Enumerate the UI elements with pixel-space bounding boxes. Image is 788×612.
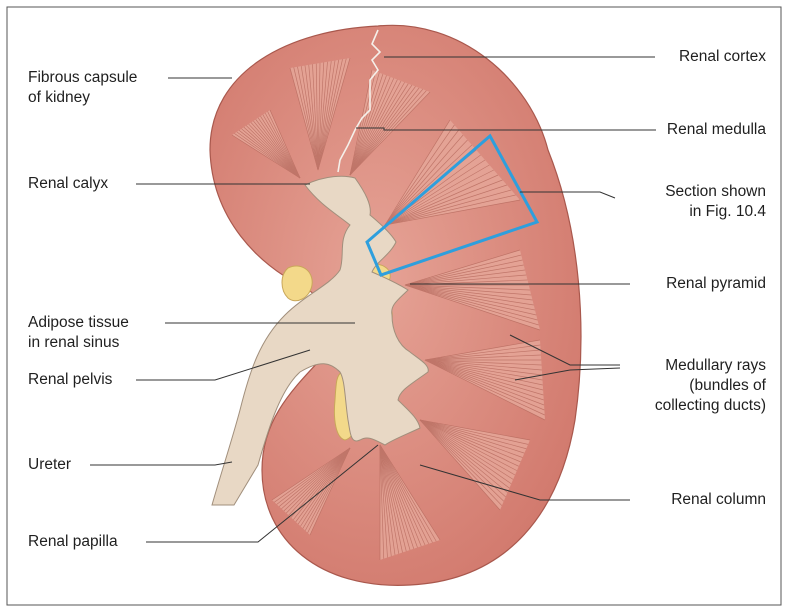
label-renal-medulla: Renal medulla	[667, 120, 766, 140]
label-renal-pelvis: Renal pelvis	[28, 370, 112, 390]
label-renal-pyramid: Renal pyramid	[666, 274, 766, 294]
label-renal-calyx: Renal calyx	[28, 174, 108, 194]
label-medullary-rays: Medullary rays (bundles of collecting du…	[655, 356, 766, 416]
label-adipose-tissue: Adipose tissue in renal sinus	[28, 313, 129, 353]
label-fibrous-capsule: Fibrous capsule of kidney	[28, 68, 137, 108]
label-renal-papilla: Renal papilla	[28, 532, 118, 552]
label-ureter: Ureter	[28, 455, 71, 475]
label-section-shown: Section shown in Fig. 10.4	[665, 182, 766, 222]
label-renal-cortex: Renal cortex	[679, 47, 766, 67]
label-renal-column: Renal column	[671, 490, 766, 510]
